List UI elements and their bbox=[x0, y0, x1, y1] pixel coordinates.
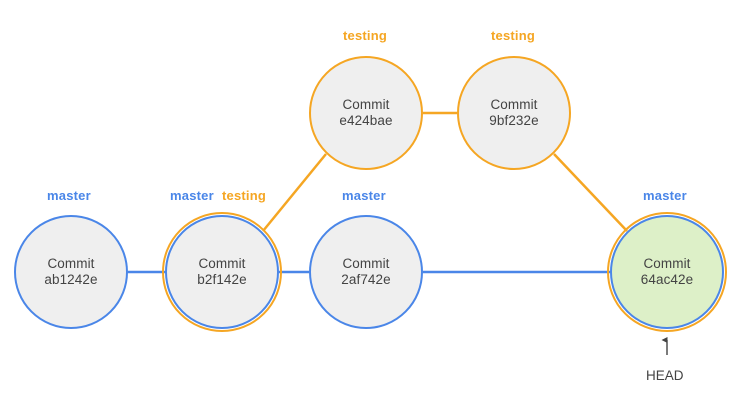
node-outer-ring-64ac42e bbox=[607, 212, 727, 332]
branch-label-testing-9bf232e: testing bbox=[491, 28, 536, 43]
branch-label-testing-b2f142e: testing bbox=[222, 188, 267, 203]
branch-label-master-64ac42e: master bbox=[643, 188, 687, 203]
node-outer-ring-b2f142e bbox=[162, 212, 282, 332]
branch-label-master-b2f142e: master bbox=[170, 188, 214, 203]
commit-node-9bf232e[interactable]: Commit 9bf232e bbox=[457, 56, 571, 170]
branch-label-master-2af742e: master bbox=[342, 188, 386, 203]
head-label: HEAD bbox=[646, 368, 684, 383]
branch-label-testing-e424bae: testing bbox=[343, 28, 388, 43]
edge-9bf232e-to-64ac42e bbox=[553, 153, 628, 232]
edge-b2f142e-to-e424bae bbox=[262, 153, 327, 232]
branch-label-master-ab1242e: master bbox=[47, 188, 91, 203]
